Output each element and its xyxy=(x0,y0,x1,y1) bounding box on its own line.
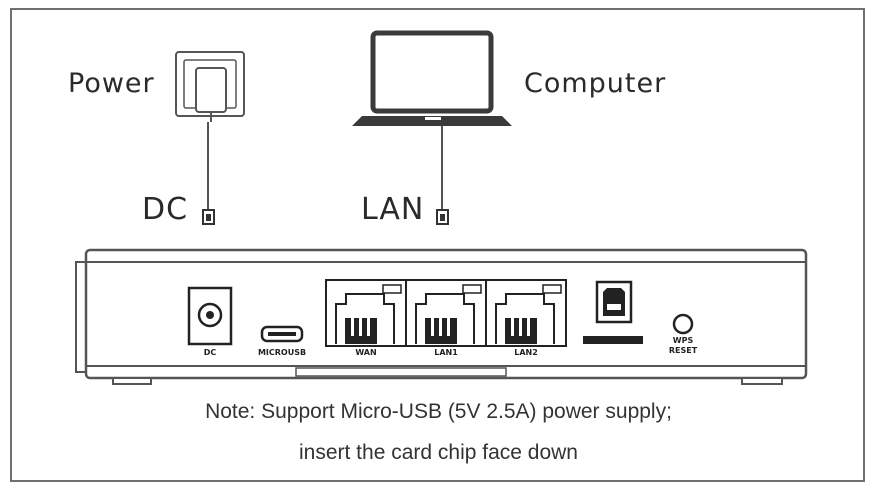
card-slot xyxy=(583,336,643,344)
microusb-port-label: MICROUSB xyxy=(257,348,307,357)
lan2-port-label: LAN2 xyxy=(514,348,538,357)
lan1-port xyxy=(415,284,482,344)
diagram-frame xyxy=(10,8,865,482)
computer-label: Computer xyxy=(524,68,667,99)
dc-cable-label: DC xyxy=(142,192,189,227)
lan2-port xyxy=(495,284,562,344)
lan-plug-icon xyxy=(436,209,449,225)
dc-port xyxy=(187,286,233,346)
wan-port-label: WAN xyxy=(355,348,377,357)
laptop-icon xyxy=(352,30,512,210)
wps-reset-button xyxy=(672,313,694,335)
power-label: Power xyxy=(68,68,155,99)
note-line-2: insert the card chip face down xyxy=(299,441,578,464)
wps-label: WPS xyxy=(672,336,694,345)
power-adapter-icon xyxy=(175,51,245,210)
usb-b-port xyxy=(595,280,633,324)
note-line-1: Note: Support Micro-USB (5V 2.5A) power … xyxy=(205,400,672,423)
dc-plug-icon xyxy=(202,209,215,225)
lan1-port-label: LAN1 xyxy=(434,348,458,357)
reset-label: RESET xyxy=(668,346,698,355)
microusb-port xyxy=(260,325,304,343)
dc-port-label: DC xyxy=(203,348,217,357)
wan-port xyxy=(335,284,402,344)
lan-cable-label: LAN xyxy=(361,192,425,227)
